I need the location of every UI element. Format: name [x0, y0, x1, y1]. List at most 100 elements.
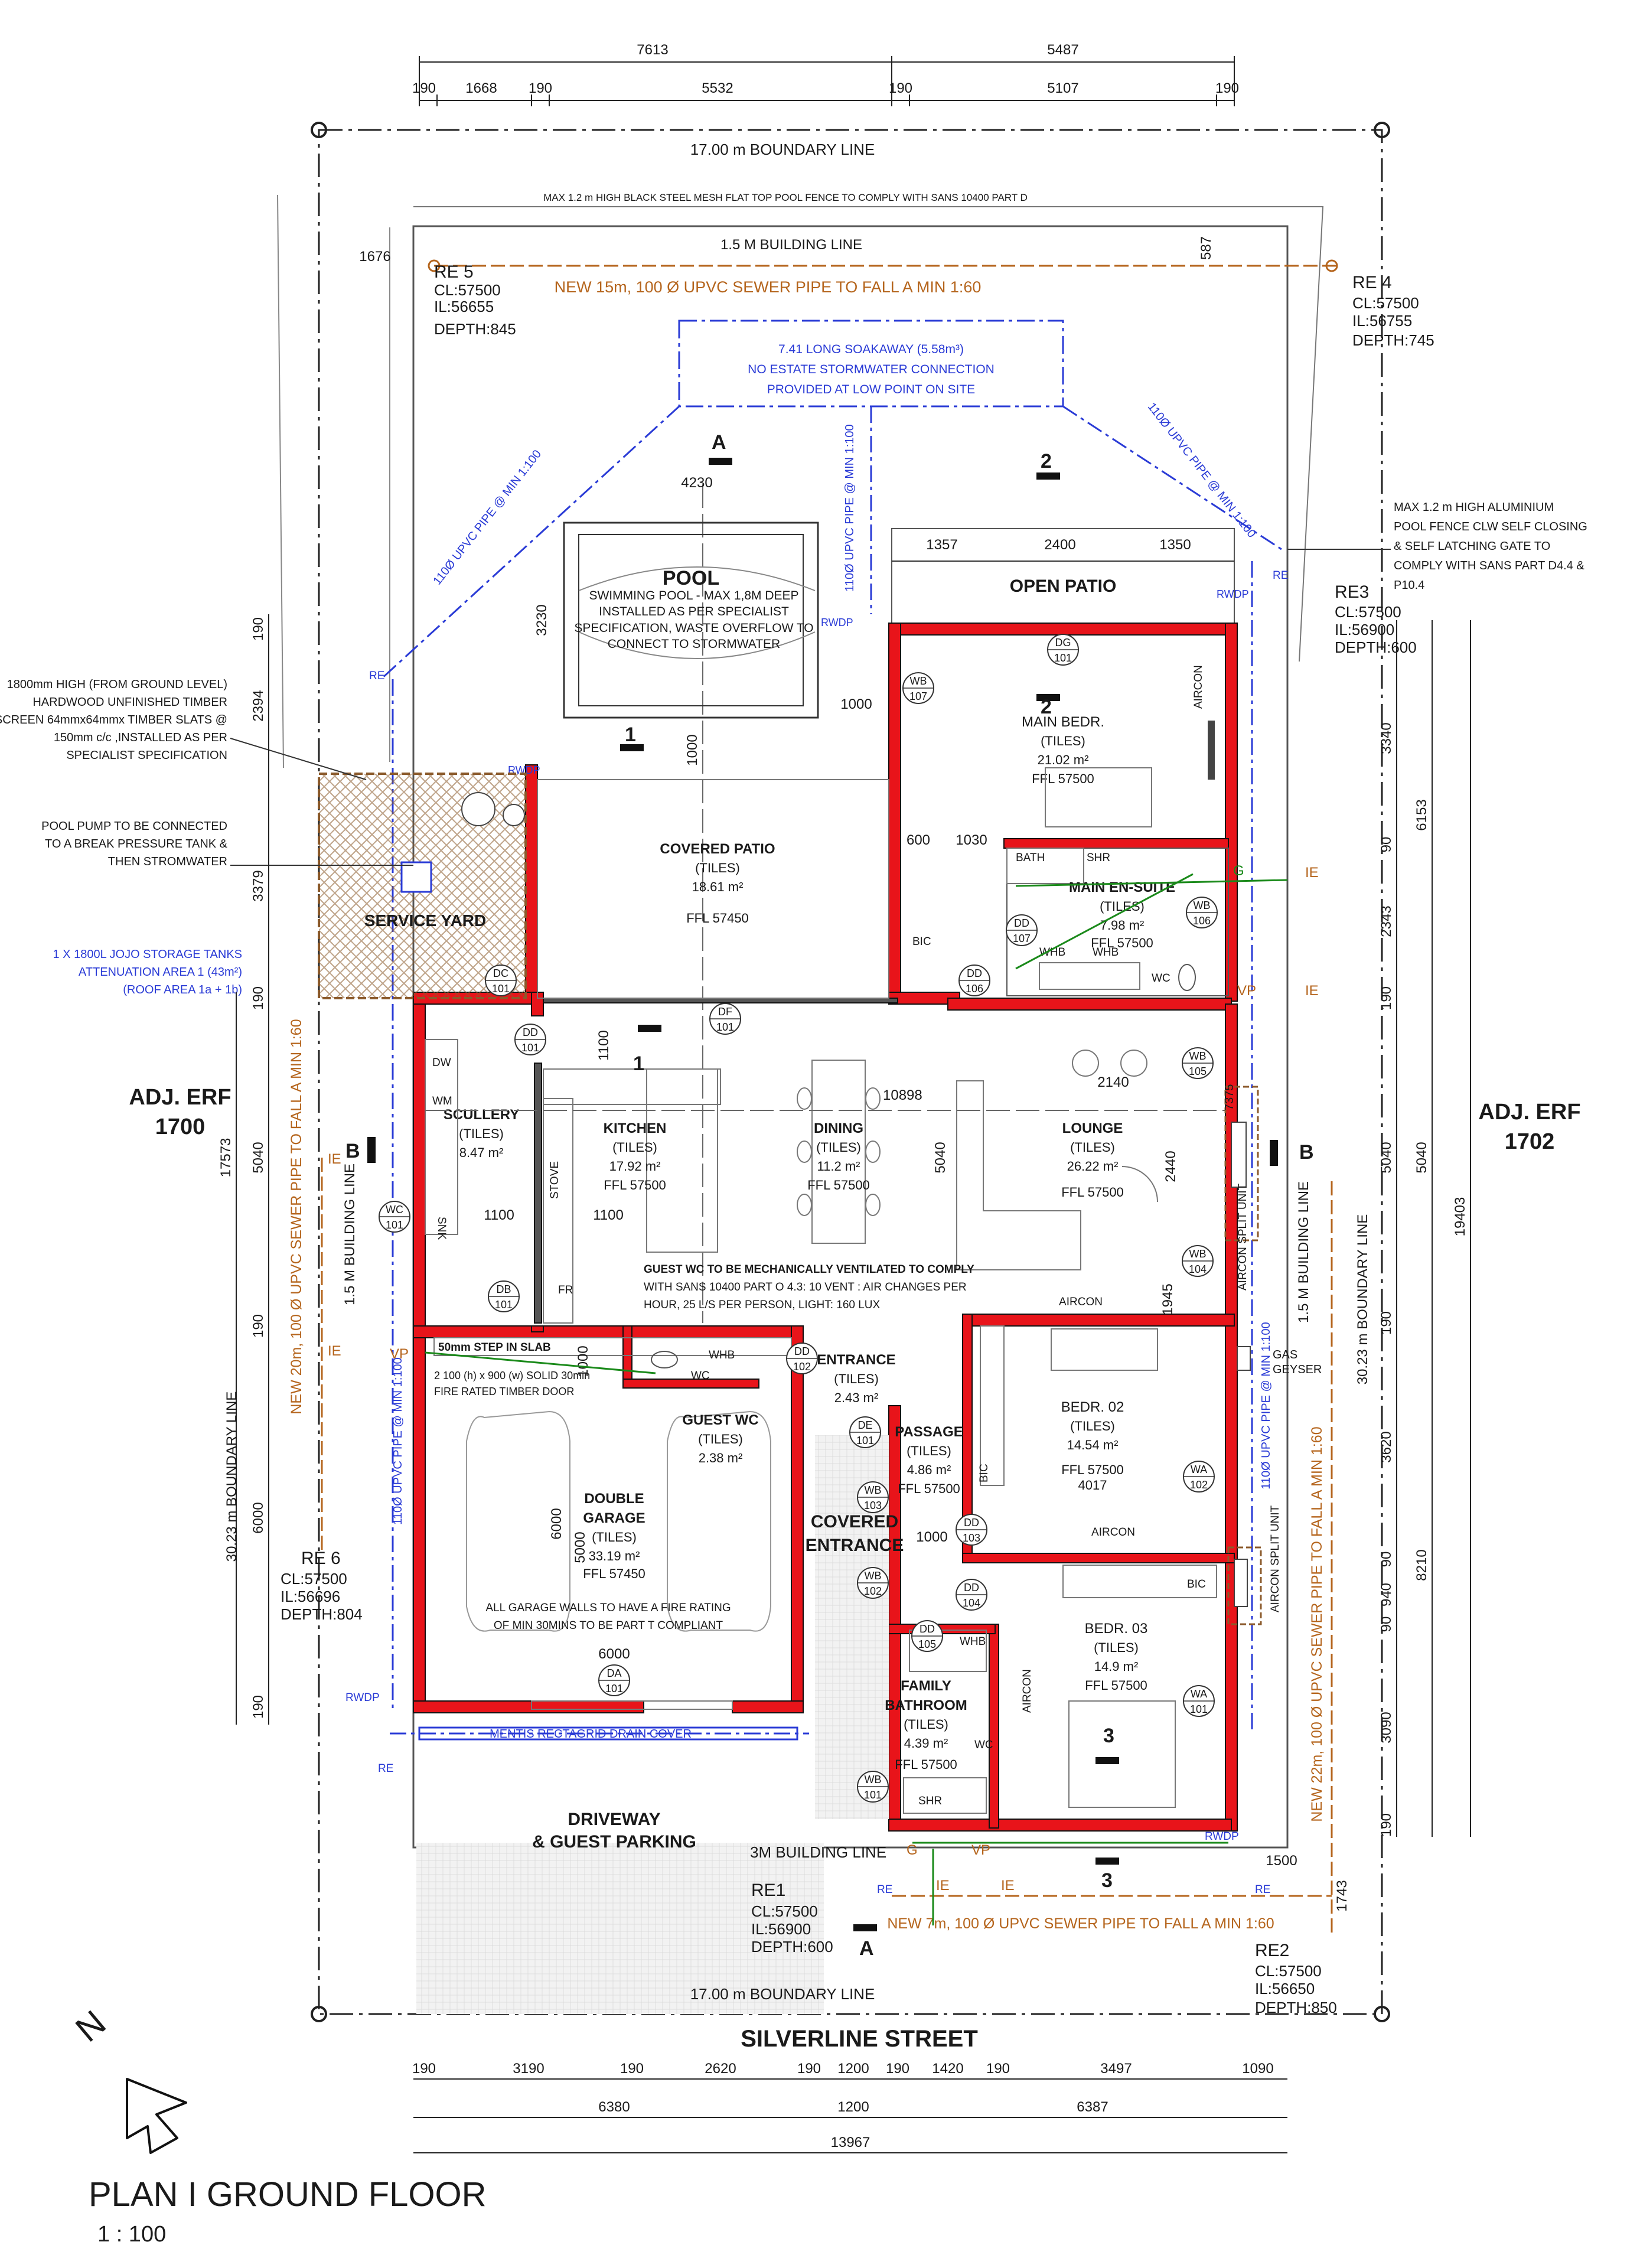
- ldim-190b: 190: [250, 986, 266, 1010]
- tag-code: DG: [1055, 637, 1071, 649]
- re-bottom-1: RE: [877, 1884, 892, 1896]
- lounge-ffl: FFL 57500: [1061, 1185, 1124, 1200]
- pvc-note-right: 110Ø UPVC PIPE @ MIN 1:100: [1260, 1322, 1273, 1489]
- bdim-6387: 6387: [1077, 2099, 1108, 2115]
- tag-code: WB: [910, 675, 927, 687]
- rdim-90b: 90: [1378, 1552, 1394, 1568]
- pool-detail: SWIMMING POOL - MAX 1,8M DEEP INSTALLED …: [574, 589, 814, 651]
- svg-text:N: N: [68, 2003, 113, 2049]
- tag-number: 101: [386, 1219, 403, 1231]
- bdim-row1-5: 1200: [837, 2061, 869, 2077]
- ensuite-ffl: FFL 57500: [1091, 936, 1153, 950]
- passage-name: PASSAGE: [895, 1424, 963, 1440]
- rdim-190b: 190: [1378, 1311, 1394, 1335]
- kitchen-ffl: FFL 57500: [604, 1178, 666, 1192]
- service-yard: SERVICE YARD: [318, 773, 527, 999]
- tag-code: DD: [964, 1582, 979, 1594]
- bdim-row1-1: 3190: [513, 2061, 544, 2077]
- tag-code: WB: [865, 1570, 882, 1582]
- bdim-row1-8: 190: [986, 2061, 1010, 2077]
- adj-erf-left-1: ADJ. ERF: [129, 1085, 231, 1110]
- g-label-2: G: [907, 1842, 918, 1858]
- rwdp-left: RWDP: [345, 1692, 380, 1704]
- bedr2-area: 14.54 m²: [1067, 1438, 1119, 1452]
- alu-note-4: COMPLY WITH SANS PART D4.4 &: [1394, 559, 1584, 572]
- dining-name: DINING: [814, 1120, 863, 1136]
- garage-finish: (TILES): [592, 1530, 637, 1544]
- whb-family: WHB: [960, 1635, 986, 1648]
- room-family-bathroom: WHB FAMILY BATHROOM (TILES) 4.39 m² FFL …: [885, 1630, 993, 1814]
- dim-1945: 1945: [1160, 1283, 1176, 1315]
- tag-number: 101: [521, 1042, 539, 1054]
- re3-il: IL:56900: [1335, 621, 1394, 638]
- dim-5040-mid: 5040: [932, 1142, 948, 1173]
- section-b-right: B: [1299, 1141, 1314, 1164]
- ldim-17573: 17573: [218, 1138, 234, 1178]
- tag-code: WB: [1194, 900, 1211, 911]
- screen-note-4: 150mm c/c ,INSTALLED AS PER: [54, 731, 227, 744]
- aircon-bedr2: AIRCON: [1091, 1526, 1135, 1539]
- lounge-area: 26.22 m²: [1067, 1159, 1119, 1174]
- bdim-row1-3: 2620: [705, 2061, 736, 2077]
- tag-number: 101: [856, 1435, 874, 1446]
- ldim-190c: 190: [250, 1314, 266, 1338]
- dim-5487: 5487: [1047, 42, 1078, 58]
- ldim-2394: 2394: [250, 690, 266, 721]
- tag-code: DD: [967, 967, 982, 979]
- alu-note-2: POOL FENCE CLW SELF CLOSING: [1394, 520, 1587, 533]
- rdim-190c: 190: [1378, 1813, 1394, 1837]
- fire-door-note-2: FIRE RATED TIMBER DOOR: [434, 1386, 574, 1397]
- tag-code: WB: [865, 1484, 882, 1496]
- dim-1000-patio: 1000: [840, 696, 872, 712]
- tag-dd-101: DD 101: [514, 1024, 546, 1055]
- bic-bedr3: BIC: [1187, 1578, 1206, 1591]
- tag-code: DF: [718, 1006, 732, 1018]
- garage-ffl: FFL 57450: [583, 1566, 645, 1581]
- bedr2-extra: 4017: [1078, 1478, 1107, 1493]
- sewer-lines: [321, 1158, 1333, 1937]
- ldim-5040: 5040: [250, 1142, 266, 1173]
- dim-1030: 1030: [956, 832, 987, 848]
- re1-cl: CL:57500: [751, 1902, 818, 1920]
- dim-10898: 10898: [883, 1087, 922, 1103]
- covered-patio-finish: (TILES): [695, 861, 740, 875]
- street-name: SILVERLINE STREET: [741, 2026, 978, 2052]
- dim-5107: 5107: [1047, 80, 1078, 96]
- aircon-lounge: AIRCON: [1059, 1296, 1103, 1308]
- dim-1743: 1743: [1334, 1880, 1350, 1911]
- step-note: 50mm STEP IN SLAB: [438, 1341, 551, 1354]
- tag-number: 106: [1193, 915, 1211, 927]
- re5-depth: DEPTH:845: [434, 320, 516, 338]
- vent-note-2: WITH SANS 10400 PART O 4.3: 10 VENT : AI…: [644, 1281, 967, 1293]
- room-entrance: ENTRANCE (TILES) 2.43 m² PASSAGE (TILES)…: [817, 1352, 963, 1545]
- ldim-190d: 190: [250, 1695, 266, 1719]
- dim-7613: 7613: [637, 42, 668, 58]
- kitchen-finish: (TILES): [612, 1140, 657, 1155]
- tag-code: DE: [857, 1419, 872, 1431]
- vent-note-1: GUEST WC TO BE MECHANICALLY VENTILATED T…: [644, 1263, 974, 1276]
- driveway-name: DRIVEWAY: [568, 1810, 660, 1829]
- tag-code: DD: [523, 1027, 538, 1038]
- tag-de-101: DE 101: [849, 1416, 881, 1448]
- pvc-note-diag-right: 110Ø UPVC PIPE @ MIN 1:100: [1145, 400, 1258, 540]
- bedr2-finish: (TILES): [1070, 1419, 1115, 1433]
- dim-600: 600: [907, 832, 930, 848]
- soakaway-note-3: PROVIDED AT LOW POINT ON SITE: [767, 383, 975, 396]
- adj-erf-right-1: ADJ. ERF: [1478, 1100, 1580, 1125]
- room-dining: DINING (TILES) 11.2 m² FFL 57500 10898 5…: [425, 1060, 1225, 1244]
- shr-family: SHR: [918, 1795, 942, 1807]
- g-label-1: G: [1233, 863, 1244, 879]
- guest-wc-area: 2.38 m²: [699, 1451, 743, 1465]
- dim-6000-garage-v: 6000: [549, 1508, 565, 1539]
- re5-id: RE 5: [434, 262, 474, 282]
- bdim-row1-4: 190: [797, 2061, 821, 2077]
- re-left-1: RE: [369, 670, 384, 682]
